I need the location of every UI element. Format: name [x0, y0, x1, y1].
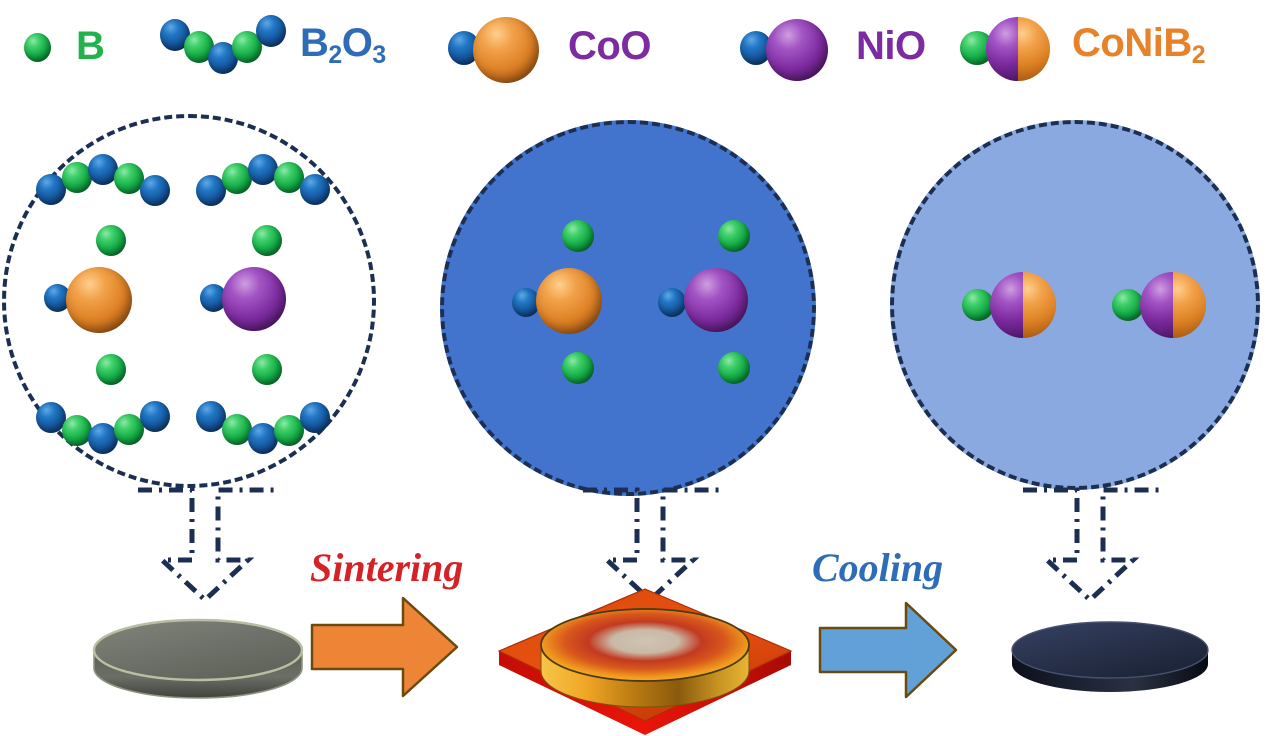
boron-atom: [962, 289, 994, 321]
b2o3-atom: [300, 402, 330, 433]
b2o3-atom: [196, 401, 226, 432]
boron-atom: [562, 220, 594, 252]
legend-label-conib2: CoNiB2: [1072, 21, 1206, 70]
legend-item-conib2: CoNiB2: [960, 0, 1206, 92]
b2o3-atom: [140, 401, 170, 432]
sample-final-pellet: [1010, 610, 1210, 694]
cobalt-sphere: [536, 268, 602, 334]
b2o3-atom: [140, 175, 170, 206]
sintered-boundary-circle: [440, 120, 816, 496]
legend-item-boron: B: [18, 0, 105, 92]
sintering-process-arrow: [310, 596, 459, 698]
conib2-sphere: [1140, 272, 1206, 338]
boron-atom: [1112, 289, 1144, 321]
panel-cooled: [890, 120, 1270, 500]
precursor-boundary-circle: [2, 114, 376, 488]
cobalt-sphere: [66, 267, 132, 333]
nickel-sphere: [222, 267, 286, 331]
connector-arrow-sintered: [583, 487, 720, 604]
process-label-sintering: Sintering: [310, 545, 464, 590]
coo-molecule-icon: [448, 9, 556, 83]
b2o3-atom: [274, 415, 304, 446]
nio-molecule-icon: [740, 9, 844, 83]
b2o3-atom: [36, 402, 66, 433]
panel-sintered: [440, 120, 840, 500]
boron-atom: [252, 354, 282, 385]
boron-atom: [252, 225, 282, 256]
legend-item-boron-trioxide: B2O3: [160, 0, 386, 92]
b2o3-atom: [114, 414, 144, 445]
b2o3-atom: [114, 163, 144, 194]
boron-atom: [718, 352, 750, 384]
legend-label-cobalt-oxide: CoO: [568, 24, 651, 68]
conib2-sphere: [990, 272, 1056, 338]
legend-item-nickel-oxide: NiO: [740, 0, 926, 92]
b2o3-atom: [248, 154, 278, 185]
b2o3-atom: [88, 423, 118, 454]
boron-sphere-icon: [18, 23, 64, 69]
boron-atom: [718, 220, 750, 252]
legend-label-boron: B: [76, 24, 105, 68]
b2o3-atom: [274, 162, 304, 193]
legend-label-boron-trioxide: B2O3: [300, 21, 386, 70]
sample-hot-pellet: [495, 575, 795, 735]
b2o3-atom: [196, 175, 226, 206]
nickel-sphere: [684, 268, 748, 332]
connector-arrow-precursor: [138, 487, 275, 604]
conib2-molecule-icon: [960, 9, 1060, 83]
oxygen-atom: [658, 288, 686, 317]
boron-atom: [562, 352, 594, 384]
panel-precursor: [0, 112, 380, 502]
legend-item-cobalt-oxide: CoO: [448, 0, 651, 92]
b2o3-atom: [62, 415, 92, 446]
b2o3-atom: [36, 174, 66, 205]
b2o3-cluster-icon: [160, 13, 288, 79]
cooling-process-arrow: [818, 601, 958, 699]
process-label-cooling: Cooling: [812, 545, 944, 590]
boron-atom: [96, 225, 126, 256]
b2o3-atom: [222, 414, 252, 445]
b2o3-atom: [300, 174, 330, 205]
sample-green-body: [92, 608, 304, 699]
connector-arrow-cooled: [1023, 487, 1160, 604]
boron-atom: [96, 354, 126, 385]
b2o3-atom: [248, 423, 278, 454]
legend-label-nickel-oxide: NiO: [856, 24, 926, 68]
b2o3-atom: [88, 154, 118, 185]
legend: B B2O3 CoO: [0, 0, 1280, 92]
oxygen-atom: [512, 288, 540, 317]
b2o3-atom: [62, 162, 92, 193]
b2o3-atom: [222, 163, 252, 194]
